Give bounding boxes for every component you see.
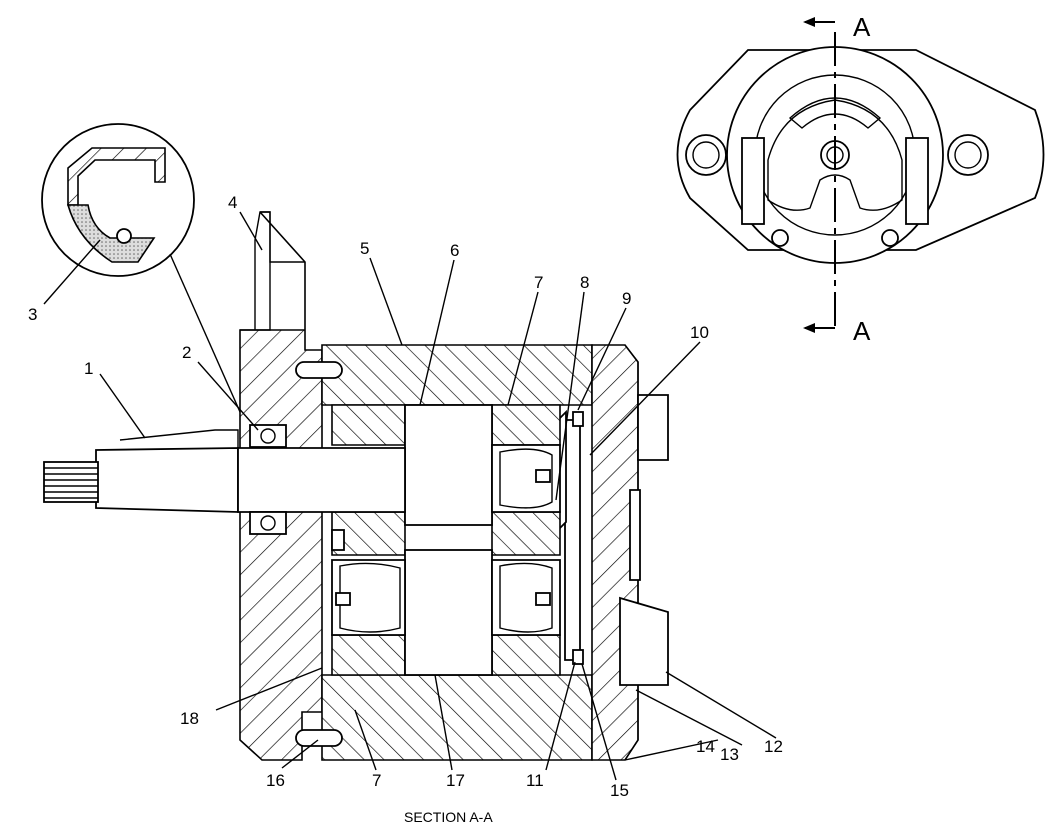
callout-9: 9 bbox=[622, 289, 631, 308]
callout-8: 8 bbox=[580, 273, 589, 292]
callout-1: 1 bbox=[84, 359, 93, 378]
callout-17: 17 bbox=[446, 771, 465, 790]
callout-18: 18 bbox=[180, 709, 199, 728]
callout-12: 12 bbox=[764, 737, 783, 756]
leader-3 bbox=[43, 239, 101, 305]
callout-7-top: 7 bbox=[534, 273, 543, 292]
callout-6: 6 bbox=[450, 241, 459, 260]
callout-14: 14 bbox=[696, 737, 715, 756]
seal-detail bbox=[41, 123, 195, 277]
spline-teeth bbox=[44, 467, 98, 499]
callout-15: 15 bbox=[610, 781, 629, 800]
callout-5: 5 bbox=[360, 239, 369, 258]
callout-2: 2 bbox=[182, 343, 191, 362]
callout-7-bottom: 7 bbox=[372, 771, 381, 790]
detail-leader bbox=[169, 253, 249, 431]
callout-13: 13 bbox=[720, 745, 739, 764]
callout-4: 4 bbox=[228, 193, 237, 212]
leader-lines bbox=[99, 211, 777, 781]
main-section bbox=[43, 211, 669, 761]
end-view bbox=[676, 17, 1045, 333]
callout-11: 11 bbox=[526, 771, 544, 790]
callout-3: 3 bbox=[28, 305, 37, 324]
callout-10: 10 bbox=[690, 323, 709, 342]
callout-16: 16 bbox=[266, 771, 285, 790]
section-mark-top: A bbox=[853, 12, 871, 42]
section-caption: SECTION A-A bbox=[404, 809, 493, 825]
section-mark-bottom: A bbox=[853, 316, 871, 346]
